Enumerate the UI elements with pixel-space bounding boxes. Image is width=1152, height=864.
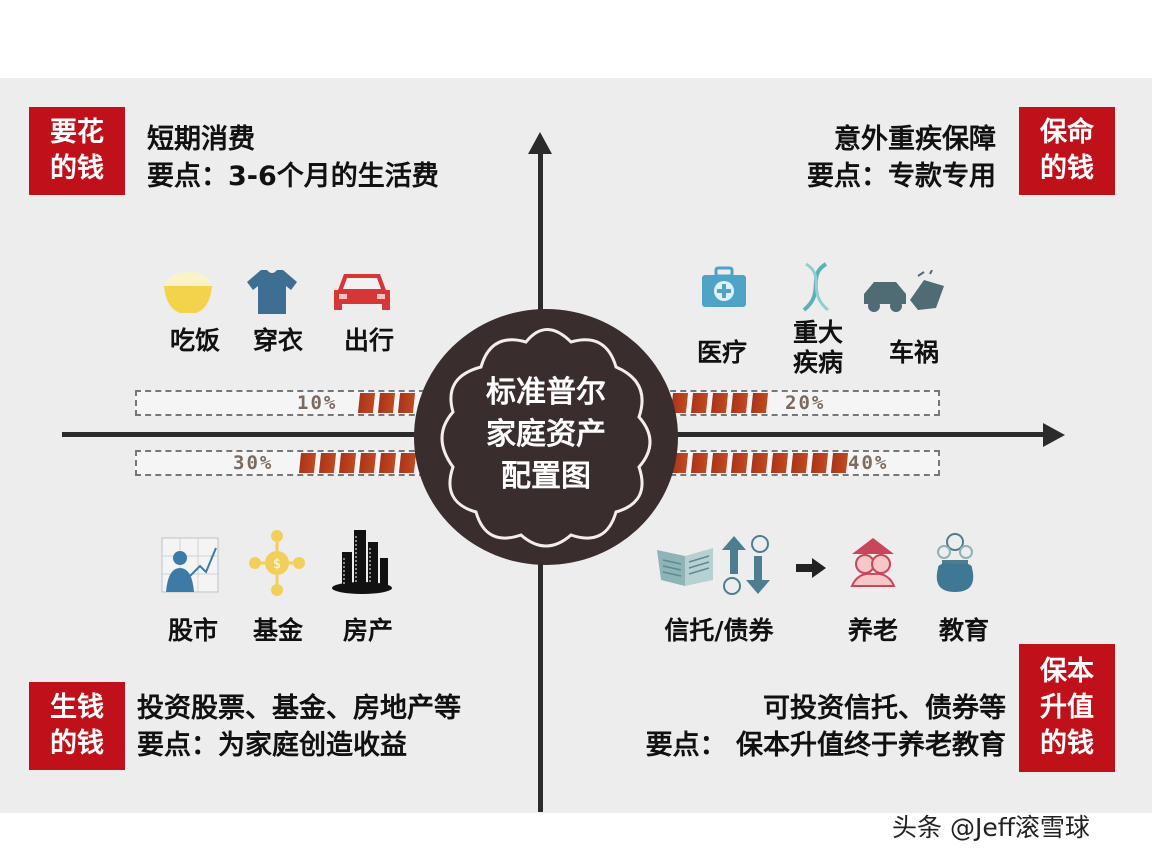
bar-segments (298, 453, 417, 473)
tag-line: 的钱 (1040, 728, 1094, 759)
bar-segments (357, 393, 416, 413)
tag-line: 的钱 (50, 153, 104, 184)
title-line: 配置图 (501, 459, 591, 494)
bar-20-percent: 20% (660, 390, 940, 416)
item-label-retirement: 养老 (847, 616, 898, 645)
elderly-couple-icon (850, 538, 896, 587)
tag-life-protection-money: 保命 的钱 (1019, 107, 1115, 195)
item-label-car-accident: 车祸 (888, 338, 939, 367)
car-icon (334, 274, 390, 310)
quadrant-heading: 意外重疾保障 (834, 124, 996, 155)
item-label-stocks: 股市 (167, 616, 218, 645)
axis-arrow-right-icon (1043, 423, 1065, 447)
medical-kit-icon (702, 266, 746, 307)
tag-line: 升值 (1040, 692, 1094, 723)
watermark: 头条 @Jeff滚雪球 (892, 813, 1090, 842)
tag-line: 要花 (50, 117, 104, 148)
item-label-travel: 出行 (343, 326, 394, 355)
dna-icon (802, 262, 829, 312)
tag-line: 保本 (1040, 656, 1094, 687)
svg-text:$: $ (273, 557, 281, 572)
center-cloud-badge (414, 309, 678, 565)
label-line: 重大 (792, 318, 843, 347)
item-label-clothing: 穿衣 (252, 326, 303, 355)
bar-segments (670, 393, 769, 413)
diagram-title: 标准普尔 家庭资产 配置图 (411, 372, 681, 498)
bar-10-percent: 10% (135, 390, 425, 416)
rice-bowl-icon (164, 272, 212, 313)
car-accident-icon (864, 270, 944, 312)
percent-label: 20% (785, 392, 826, 414)
percent-label: 10% (297, 392, 338, 414)
tag-capital-preservation-money: 保本 升值 的钱 (1019, 644, 1115, 772)
percent-label: 40% (848, 452, 889, 474)
quadrant-heading: 投资股票、基金、房地产等 (137, 693, 461, 724)
spending-description: 短期消费 要点：3-6个月的生活费 (147, 121, 439, 195)
money-pot-icon (936, 533, 974, 592)
bar-segments (670, 453, 849, 473)
quadrant-point: 要点：为家庭创造收益 (137, 730, 407, 761)
stock-chart-icon (161, 537, 219, 593)
quadrant-heading: 可投资信托、债券等 (763, 693, 1006, 724)
preservation-description: 可投资信托、债券等 要点： 保本升值终于养老教育 (646, 690, 1006, 764)
bond-documents-icon (657, 548, 713, 586)
title-line: 标准普尔 (486, 375, 606, 410)
tshirt-icon (247, 270, 297, 314)
item-label-funds: 基金 (252, 616, 303, 645)
investment-description: 投资股票、基金、房地产等 要点：为家庭创造收益 (137, 690, 461, 764)
item-label-real-estate: 房产 (342, 616, 393, 645)
bond-exchange-icon (722, 535, 770, 595)
item-label-eating: 吃饭 (169, 326, 220, 355)
axis-arrow-up-icon (528, 132, 552, 154)
label-line: 疾病 (792, 348, 843, 377)
tag-line: 生钱 (50, 692, 104, 723)
item-label-trust-bonds: 信托/债券 (664, 616, 774, 645)
quadrant-point: 要点：3-6个月的生活费 (147, 161, 439, 192)
title-line: 家庭资产 (486, 417, 606, 452)
bar-40-percent: 40% (660, 450, 940, 476)
item-label-education: 教育 (938, 616, 989, 645)
bar-30-percent: 30% (135, 450, 425, 476)
tag-line: 保命 (1040, 117, 1094, 148)
quadrant-point: 要点： 保本升值终于养老教育 (645, 730, 1006, 761)
tag-spending-money: 要花 的钱 (29, 107, 125, 195)
tag-line: 的钱 (1040, 153, 1094, 184)
arrow-right-icon (796, 558, 826, 578)
fund-coins-icon: $ (249, 530, 305, 596)
quadrant-heading: 短期消费 (147, 124, 255, 155)
percent-label: 30% (233, 452, 274, 474)
tag-money-making-money: 生钱 的钱 (29, 682, 125, 770)
item-label-medical: 医疗 (696, 338, 747, 367)
item-label-critical-illness: 重大 疾病 (783, 318, 853, 378)
protection-description: 意外重疾保障 要点：专款专用 (807, 121, 996, 195)
tag-line: 的钱 (50, 728, 104, 759)
quadrant-point: 要点：专款专用 (807, 161, 996, 192)
buildings-icon (332, 530, 392, 594)
